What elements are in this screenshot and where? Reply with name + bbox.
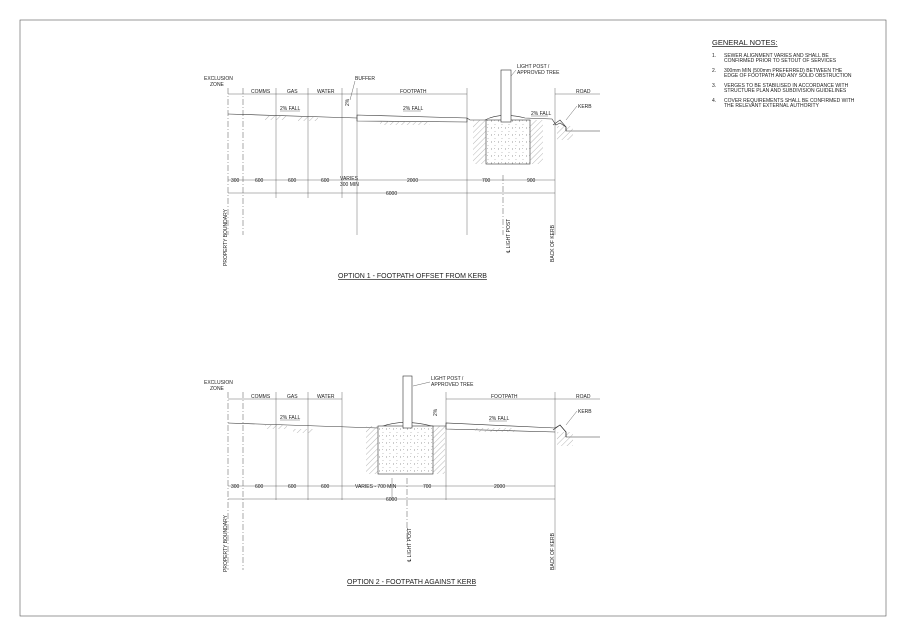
gas-label: GAS (287, 89, 298, 95)
svg-text:4.: 4. (712, 98, 716, 104)
light-post-label: LIGHT POST / (431, 376, 464, 382)
general-notes: GENERAL NOTES: 1. SEWER ALIGNMENT VARIES… (712, 38, 855, 109)
dim-footpath: 2000 (407, 178, 418, 184)
light-post-label: LIGHT POST / (517, 64, 550, 70)
sheet-border (19, 19, 887, 617)
dim-varies: VARIES - 700 MIN (355, 484, 397, 490)
note-2: 2. 300mm MIN (500mm PREFERRED) BETWEEN T… (712, 68, 852, 79)
light-post-cl-label: ℄ LIGHT POST (506, 219, 512, 253)
option1-section: EXCLUSION ZONE COMMS GAS WATER BUFFER FO… (204, 64, 600, 280)
dim-700: 700 (423, 484, 432, 490)
dim-water: 600 (321, 484, 330, 490)
fall-label-verge: 2% FALL (280, 415, 301, 421)
note-1: 1. SEWER ALIGNMENT VARIES AND SHALL BE C… (712, 53, 837, 64)
back-of-kerb-label: BACK OF KERB (550, 224, 556, 262)
buffer-label: BUFFER (355, 76, 375, 82)
option2-title: OPTION 2 - FOOTPATH AGAINST KERB (347, 579, 476, 586)
comms-label: COMMS (251, 89, 271, 95)
exclusion-zone-label: EXCLUSION (204, 380, 233, 386)
road-label: ROAD (576, 394, 591, 400)
comms-label: COMMS (251, 394, 271, 400)
footpath-label: FOOTPATH (491, 394, 518, 400)
dim-300: 300 (231, 178, 240, 184)
exclusion-zone-label: EXCLUSION (204, 76, 233, 82)
option2-section: EXCLUSION ZONE COMMS GAS WATER LIGHT POS… (204, 375, 600, 586)
dim-comms: 600 (255, 178, 264, 184)
water-label: WATER (317, 89, 335, 95)
svg-text:2%: 2% (433, 408, 439, 416)
fall-label-verge: 2% FALL (280, 106, 301, 112)
dim-900: 900 (527, 178, 536, 184)
svg-text:APPROVED TREE: APPROVED TREE (431, 382, 474, 388)
svg-text:COVER REQUIREMENTS SHALL BE CO: COVER REQUIREMENTS SHALL BE CONFIRMED WI… (724, 98, 855, 104)
note-3: 3. VERGES TO BE STABILISED IN ACCORDANCE… (712, 83, 849, 94)
light-post-cl-label: ℄ LIGHT POST (407, 528, 413, 562)
notes-title: GENERAL NOTES: (712, 38, 778, 47)
back-of-kerb-label: BACK OF KERB (550, 532, 556, 570)
svg-text:EDGE OF FOOTPATH AND ANY SOLID: EDGE OF FOOTPATH AND ANY SOLID OBSTRUCTI… (724, 73, 852, 79)
dim-gas: 600 (288, 484, 297, 490)
dim-total: 6000 (386, 191, 397, 197)
dim-comms: 600 (255, 484, 264, 490)
svg-text:1.: 1. (712, 53, 716, 59)
svg-text:THE RELEVANT EXTERNAL AUTHORIT: THE RELEVANT EXTERNAL AUTHORITY (724, 103, 820, 109)
svg-text:SEWER ALIGNMENT VARIES AND SHA: SEWER ALIGNMENT VARIES AND SHALL BE (724, 53, 829, 59)
dim-gas: 600 (288, 178, 297, 184)
kerb-label: KERB (578, 409, 592, 415)
svg-text:300mm MIN (500mm PREFERRED) BE: 300mm MIN (500mm PREFERRED) BETWEEN THE (724, 68, 843, 74)
svg-text:2%: 2% (345, 98, 351, 106)
kerb-label: KERB (578, 104, 592, 110)
svg-text:STRUCTURE PLAN AND SUBDIVISION: STRUCTURE PLAN AND SUBDIVISION GUIDELINE… (724, 88, 847, 94)
svg-text:3.: 3. (712, 83, 716, 89)
svg-text:ZONE: ZONE (210, 386, 225, 392)
svg-text:300 MIN: 300 MIN (340, 182, 359, 188)
option1-title: OPTION 1 - FOOTPATH OFFSET FROM KERB (338, 273, 487, 280)
water-label: WATER (317, 394, 335, 400)
fall-label-footpath: 2% FALL (403, 106, 424, 112)
property-boundary-label: PROPERTY BOUNDARY (223, 208, 229, 266)
road-label: ROAD (576, 89, 591, 95)
gas-label: GAS (287, 394, 298, 400)
dim-varies: VARIES (340, 176, 359, 182)
svg-text:CONFIRMED PRIOR TO SETOUT OF S: CONFIRMED PRIOR TO SETOUT OF SERVICES (724, 58, 837, 64)
footpath-label: FOOTPATH (400, 89, 427, 95)
dim-footpath: 2000 (494, 484, 505, 490)
fall-label-road: 2% FALL (531, 111, 552, 117)
property-boundary-label: PROPERTY BOUNDARY (223, 514, 229, 572)
svg-text:2.: 2. (712, 68, 716, 74)
svg-text:APPROVED TREE: APPROVED TREE (517, 70, 560, 76)
dim-total: 6000 (386, 497, 397, 503)
dim-700: 700 (482, 178, 491, 184)
note-4: 4. COVER REQUIREMENTS SHALL BE CONFIRMED… (712, 98, 855, 109)
fall-label-footpath: 2% FALL (489, 416, 510, 422)
svg-text:VERGES TO BE STABILISED IN ACC: VERGES TO BE STABILISED IN ACCORDANCE WI… (724, 83, 849, 89)
svg-text:ZONE: ZONE (210, 82, 225, 88)
dim-water: 600 (321, 178, 330, 184)
dim-300: 300 (231, 484, 240, 490)
